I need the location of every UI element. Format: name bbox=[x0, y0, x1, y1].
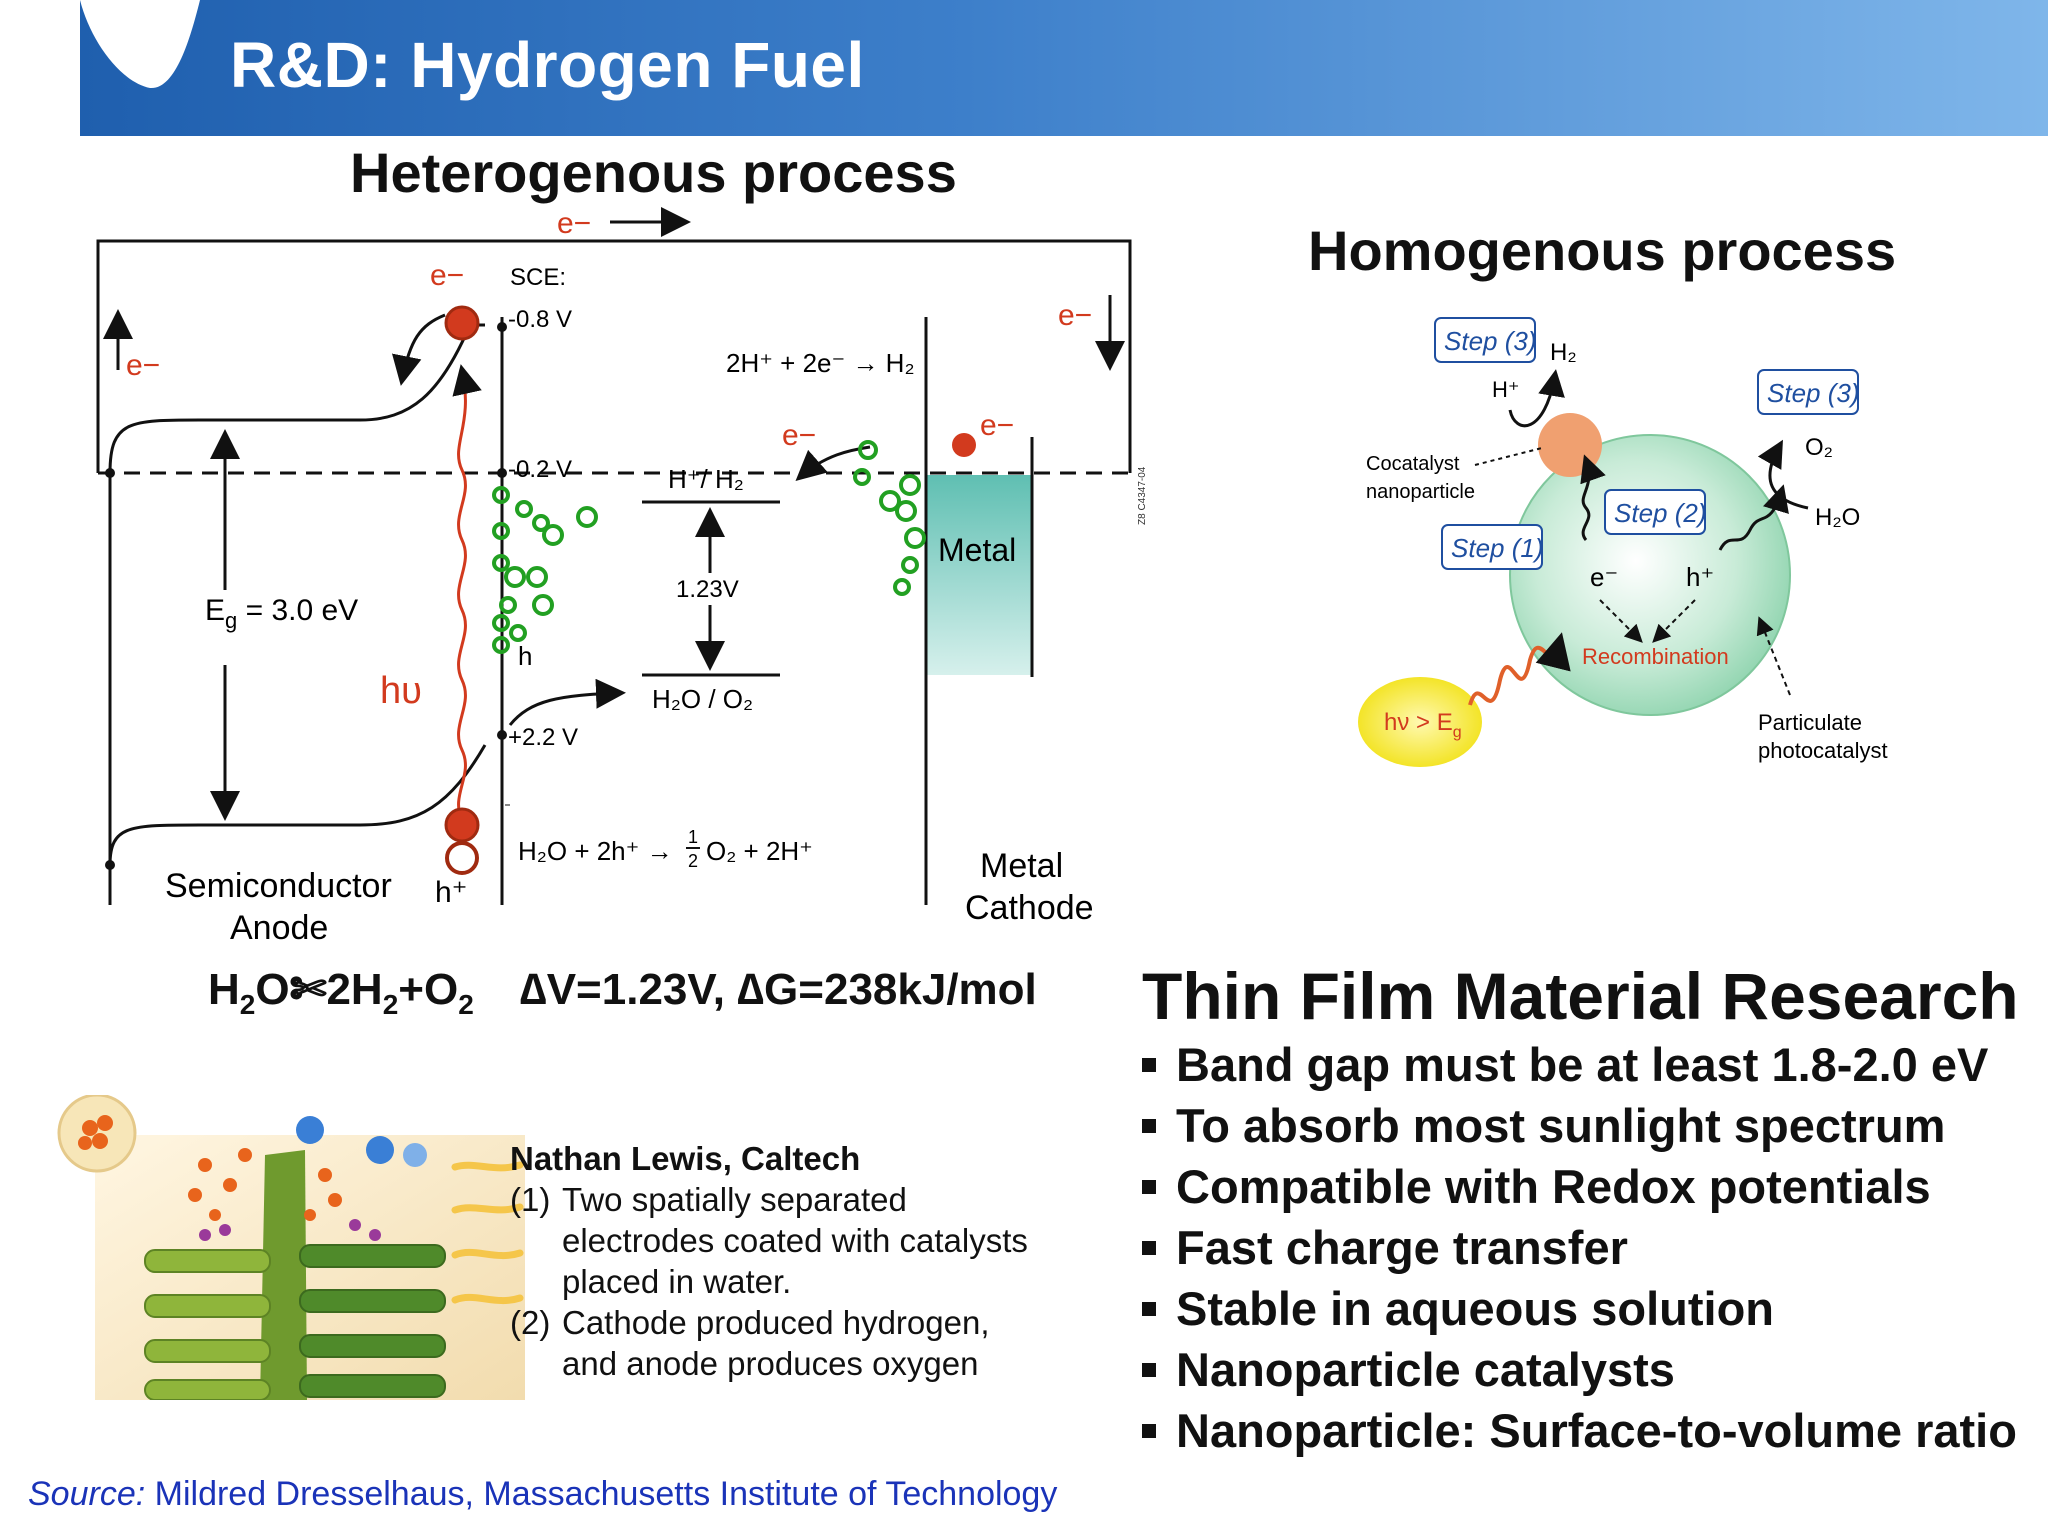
bullet-item: Nanoparticle: Surface-to-volume ratio bbox=[1142, 1400, 2017, 1461]
svg-text:H⁺/ H₂: H⁺/ H₂ bbox=[668, 464, 744, 494]
svg-text:-0.2 V: -0.2 V bbox=[508, 456, 572, 483]
svg-text:Metal: Metal bbox=[980, 847, 1063, 885]
photocatalyst-particle bbox=[1509, 434, 1791, 716]
bullet-square-icon bbox=[1142, 1057, 1156, 1072]
bullet-item: Compatible with Redox potentials bbox=[1142, 1156, 2017, 1217]
svg-text:e−: e− bbox=[1058, 299, 1092, 332]
svg-text:O₂: O₂ bbox=[1805, 434, 1833, 461]
bullet-square-icon bbox=[1142, 1362, 1156, 1377]
thin-film-title: Thin Film Material Research bbox=[1142, 959, 2019, 1033]
bullet-item: Stable in aqueous solution bbox=[1142, 1278, 2017, 1339]
bullet-item: To absorb most sunlight spectrum bbox=[1142, 1095, 2017, 1156]
slide-title: R&D: Hydrogen Fuel bbox=[230, 29, 865, 101]
svg-text:Semiconductor: Semiconductor bbox=[165, 867, 392, 905]
svg-text:h⁺: h⁺ bbox=[1686, 562, 1714, 592]
svg-text:H⁺: H⁺ bbox=[1492, 377, 1520, 402]
conduction-band bbox=[108, 323, 485, 474]
svg-text:Anode: Anode bbox=[230, 909, 328, 947]
molecule-inset bbox=[57, 1095, 137, 1173]
hole-open-dot bbox=[445, 841, 479, 875]
logo-swoosh bbox=[80, 0, 200, 89]
homogenous-diagram: hν > Eg Step (3) Step (3) Step (2) Step … bbox=[1358, 317, 1888, 767]
bullet-item: Fast charge transfer bbox=[1142, 1217, 2017, 1278]
svg-text:1: 1 bbox=[688, 827, 698, 847]
bullet-square-icon bbox=[1142, 1423, 1156, 1438]
svg-text:e−: e− bbox=[126, 349, 160, 382]
credit-name: Nathan Lewis, Caltech bbox=[510, 1140, 861, 1177]
bullet-item: Band gap must be at least 1.8-2.0 eV bbox=[1142, 1034, 2017, 1095]
svg-text:2H⁺ + 2e⁻ → H₂: 2H⁺ + 2e⁻ → H₂ bbox=[726, 348, 915, 378]
bullet-square-icon bbox=[1142, 1301, 1156, 1316]
bullet-square-icon bbox=[1142, 1118, 1156, 1133]
credit-item: (1) Two spatially separated electrodes c… bbox=[510, 1181, 1028, 1300]
svg-text:H₂O / O₂: H₂O / O₂ bbox=[652, 684, 753, 714]
credit-block: Nathan Lewis, Caltech (1) Two spatially … bbox=[510, 1138, 1030, 1384]
bullet-item: Nanoparticle catalysts bbox=[1142, 1339, 2017, 1400]
svg-text:O₂ + 2H⁺: O₂ + 2H⁺ bbox=[706, 836, 813, 866]
photon-source bbox=[1358, 677, 1482, 767]
electron-dot bbox=[444, 305, 480, 341]
svg-text:e−: e− bbox=[980, 409, 1014, 442]
svg-text:nanoparticle: nanoparticle bbox=[1366, 481, 1475, 503]
svg-text:e−: e− bbox=[782, 419, 816, 452]
oxygen-bubbles bbox=[492, 486, 598, 654]
credit-item: (2) Cathode produced hydrogen, and anode… bbox=[510, 1304, 990, 1382]
heterogenous-title: Heterogenous process bbox=[350, 141, 957, 204]
oxygen-reaction: H₂O + 2h⁺ → bbox=[518, 836, 673, 866]
nanowire-illustration bbox=[57, 1095, 525, 1400]
svg-text:photocatalyst: photocatalyst bbox=[1758, 738, 1888, 763]
metal-electron-dot bbox=[952, 433, 976, 457]
source-citation: Source: Mildred Dresselhaus, Massachuset… bbox=[28, 1475, 1058, 1513]
svg-text:h⁺: h⁺ bbox=[435, 876, 468, 909]
svg-text:H₂: H₂ bbox=[1550, 339, 1577, 366]
svg-text:Step (2): Step (2) bbox=[1614, 498, 1707, 528]
hydrogen-bubbles bbox=[853, 440, 926, 596]
svg-text:e−: e− bbox=[430, 259, 464, 292]
hv-eg-label: hν > Eg bbox=[1384, 709, 1462, 741]
svg-text:Step (1): Step (1) bbox=[1451, 533, 1544, 563]
svg-text:Particulate: Particulate bbox=[1758, 710, 1862, 735]
svg-text:Step (3): Step (3) bbox=[1767, 378, 1860, 408]
svg-text:1.23V: 1.23V bbox=[676, 576, 739, 603]
homogenous-title: Homogenous process bbox=[1308, 219, 1897, 282]
hv-label: hυ bbox=[380, 670, 422, 712]
bullet-square-icon bbox=[1142, 1240, 1156, 1255]
photon-wave bbox=[452, 364, 482, 821]
svg-text:h: h bbox=[518, 641, 532, 671]
svg-text:Step (3): Step (3) bbox=[1444, 326, 1537, 356]
svg-text:2: 2 bbox=[688, 851, 698, 871]
water-splitting-equation: H2O✄2H2+O2∆V=1.23V, ∆G=238kJ/mol bbox=[208, 965, 1037, 1020]
svg-text:Cathode: Cathode bbox=[965, 889, 1094, 927]
heterogenous-diagram: e− e− e− Eg = 3.0 eV SCE: -0.8 V -0.2 V … bbox=[96, 207, 1148, 947]
svg-text:-0.8 V: -0.8 V bbox=[508, 306, 572, 333]
hole-filled-dot bbox=[444, 807, 480, 843]
svg-text:Z8 C4347-04: Z8 C4347-04 bbox=[1137, 466, 1148, 525]
thin-film-bullets: Band gap must be at least 1.8-2.0 eV To … bbox=[1142, 1034, 2017, 1461]
svg-text:H₂O: H₂O bbox=[1815, 504, 1860, 531]
label-e-top: e− bbox=[557, 207, 591, 240]
svg-text:Recombination: Recombination bbox=[1582, 644, 1729, 669]
svg-text:SCE:: SCE: bbox=[510, 264, 566, 291]
bullet-square-icon bbox=[1142, 1179, 1156, 1194]
svg-text:Metal: Metal bbox=[938, 532, 1016, 568]
svg-text:Cocatalyst: Cocatalyst bbox=[1366, 453, 1460, 475]
valence-band bbox=[108, 744, 487, 866]
svg-text:+2.2 V: +2.2 V bbox=[508, 724, 578, 751]
circuit-wire bbox=[96, 239, 1132, 473]
cocatalyst-nanoparticle bbox=[1538, 413, 1602, 477]
title-banner bbox=[80, 0, 2048, 136]
bandgap-label: Eg = 3.0 eV bbox=[205, 594, 358, 633]
photon-wave-homogenous bbox=[1468, 632, 1571, 706]
svg-text:e⁻: e⁻ bbox=[1590, 562, 1618, 592]
metal-block bbox=[926, 475, 1032, 675]
